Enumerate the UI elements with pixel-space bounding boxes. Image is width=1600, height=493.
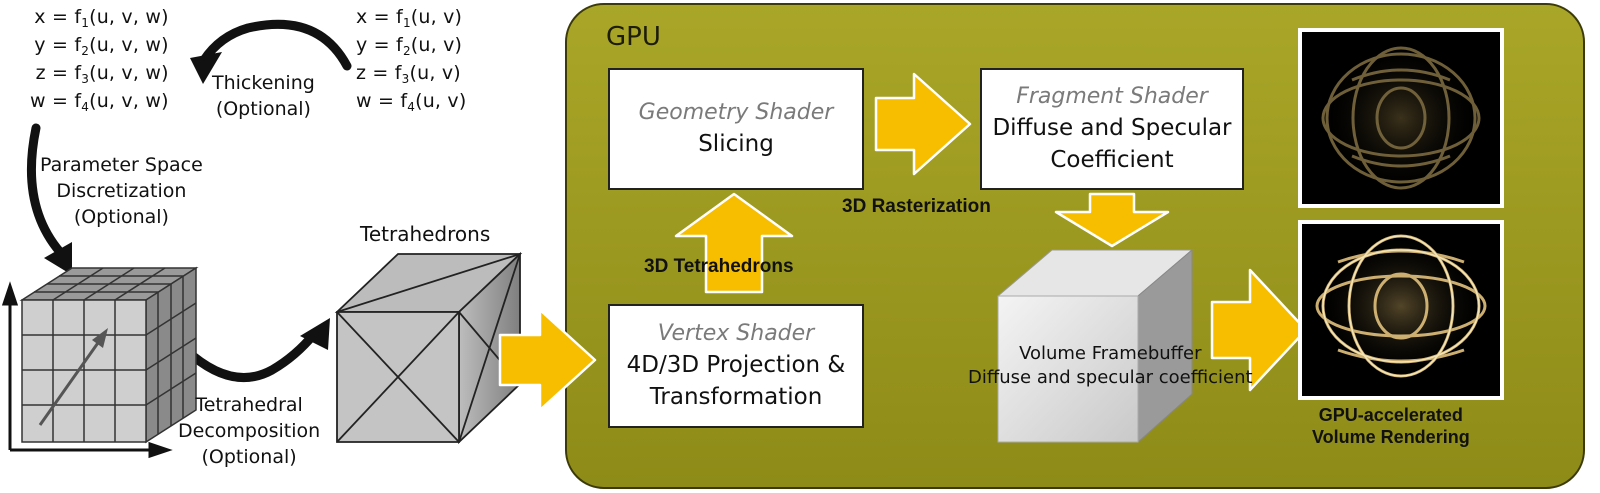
gpu-title: GPU: [606, 22, 661, 52]
rasterization-label: 3D Rasterization: [842, 196, 991, 217]
framebuffer-line2: Diffuse and specular coefficient: [968, 367, 1253, 388]
tetrahedral-line3: (Optional): [201, 446, 297, 468]
decomposition-arrow: [181, 318, 330, 383]
framebuffer-line1: Volume Framebuffer: [1019, 343, 1202, 364]
tetrahedron-cube: [334, 251, 523, 445]
tetrahedrons-label: Tetrahedrons: [360, 222, 491, 246]
discretization-arrow: [27, 123, 72, 275]
thickening-arrow: [190, 19, 352, 84]
fragment-shader-box: Fragment Shader Diffuse and Specular Coe…: [980, 68, 1244, 190]
parameter-space-line2: Discretization: [56, 180, 187, 202]
equation-z-4d: z = f3(u, v, w): [35, 62, 169, 86]
rendered-volume-image-bottom: [1298, 220, 1504, 400]
vertex-shader-heading: Vertex Shader: [657, 321, 815, 346]
arrow-down-framebuffer: [1054, 192, 1170, 248]
arrow-up-tetrahedrons: [674, 192, 794, 294]
equation-y-3d: y = f2(u, v): [356, 34, 463, 58]
arrow-to-vertex-shader: [498, 308, 597, 412]
equation-x-4d: x = f1(u, v, w): [34, 6, 169, 30]
tetrahedral-line1: Tetrahedral: [195, 394, 303, 416]
tetrahedrons-3d-label: 3D Tetrahedrons: [644, 256, 794, 277]
volume-rendering-label: GPU-accelerated Volume Rendering: [1312, 404, 1470, 448]
vertex-shader-body-line1: 4D/3D Projection &: [626, 352, 846, 378]
volume-framebuffer-label: Volume Framebuffer Diffuse and specular …: [968, 342, 1253, 390]
thickening-optional-text: (Optional): [215, 98, 311, 120]
coordinate-axes: [1, 281, 173, 459]
volume-framebuffer-cube: [996, 248, 1194, 444]
equation-z-3d: z = f3(u, v): [356, 62, 461, 86]
thickening-text: Thickening: [212, 72, 315, 94]
equations-3d: x = f1(u, v) y = f2(u, v) z = f3(u, v) w…: [356, 8, 466, 120]
equation-w-4d: w = f4(u, v, w): [30, 90, 169, 114]
volume-rendering-line1: GPU-accelerated: [1318, 405, 1463, 425]
fragment-shader-body-line1: Diffuse and Specular: [992, 115, 1232, 141]
parameter-space-line3: (Optional): [73, 206, 169, 228]
geometry-shader-heading: Geometry Shader: [638, 100, 834, 125]
arrow-to-rendering: [1210, 268, 1308, 392]
fragment-shader-body-line2: Coefficient: [1050, 147, 1174, 173]
geometry-shader-body: Slicing: [698, 131, 774, 157]
tetrahedral-decomposition-label: Tetrahedral Decomposition (Optional): [178, 392, 320, 470]
w-axis-arrow: [38, 328, 108, 426]
vertex-shader-body-line2: Transformation: [649, 384, 823, 410]
rendered-volume-image-top: [1298, 28, 1504, 208]
thickening-label: Thickening (Optional): [212, 70, 315, 122]
fragment-shader-heading: Fragment Shader: [1016, 84, 1208, 109]
arrow-to-fragment-shader: [874, 72, 972, 176]
parameter-space-label: Parameter Space Discretization (Optional…: [40, 152, 203, 230]
equation-y-4d: y = f2(u, v, w): [34, 34, 169, 58]
vertex-shader-box: Vertex Shader 4D/3D Projection & Transfo…: [608, 304, 864, 428]
equation-x-3d: x = f1(u, v): [356, 6, 463, 30]
equation-w-3d: w = f4(u, v): [356, 90, 467, 114]
geometry-shader-box: Geometry Shader Slicing: [608, 68, 864, 190]
equations-4d: x = f1(u, v, w) y = f2(u, v, w) z = f3(u…: [30, 8, 169, 120]
tetrahedral-line2: Decomposition: [178, 420, 321, 442]
parameter-space-line1: Parameter Space: [40, 154, 203, 176]
volume-rendering-line2: Volume Rendering: [1312, 427, 1470, 447]
